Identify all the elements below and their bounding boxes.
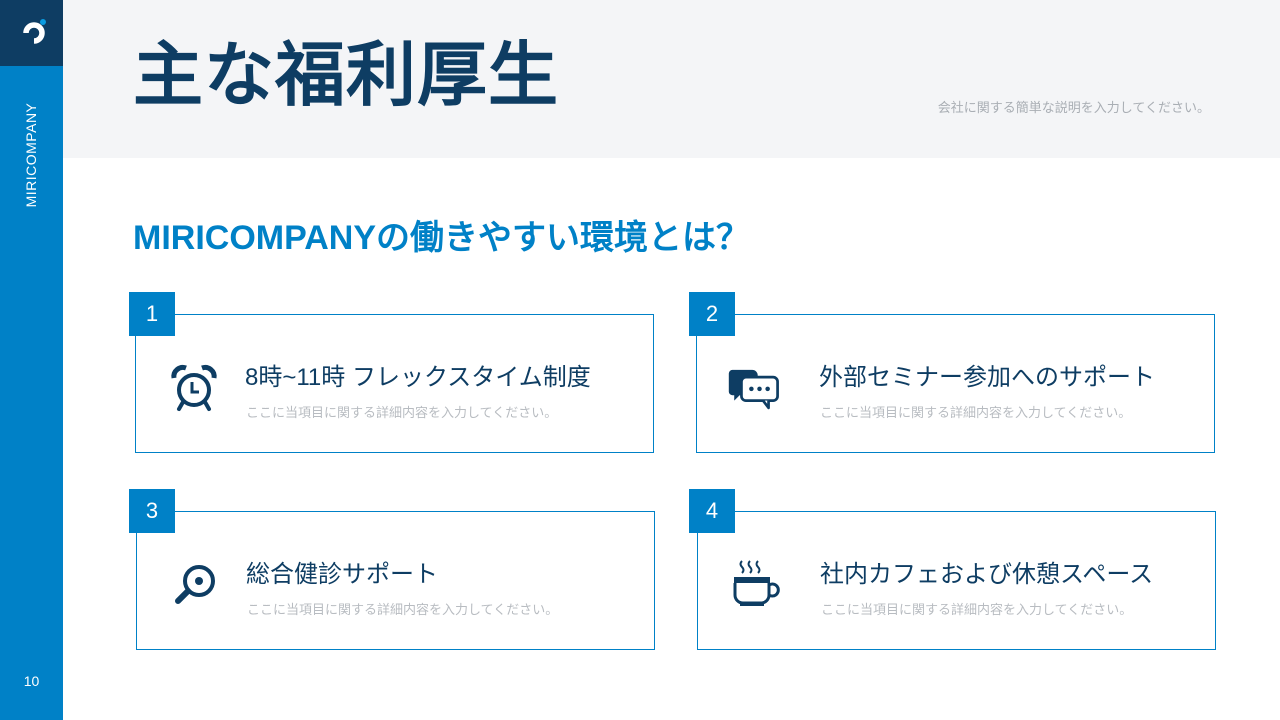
benefit-card-4: 社内カフェおよび休憩スペース ここに当項目に関する詳細内容を入力してください。 (697, 511, 1216, 650)
card-description: ここに当項目に関する詳細内容を入力してください。 (247, 602, 559, 617)
logo-box (0, 0, 63, 66)
card-description: ここに当項目に関する詳細内容を入力してください。 (246, 405, 558, 420)
number-badge-3: 3 (129, 489, 175, 533)
header-band (63, 0, 1280, 158)
brand-logo-icon (22, 19, 46, 44)
benefit-card-2: 外部セミナー参加へのサポート ここに当項目に関する詳細内容を入力してください。 (696, 314, 1215, 453)
chat-bubbles-icon (727, 360, 783, 416)
benefit-card-1: 8時~11時 フレックスタイム制度 ここに当項目に関する詳細内容を入力してくださ… (135, 314, 654, 453)
page-number: 10 (23, 673, 40, 689)
section-subtitle: MIRICOMPANYの働きやすい環境とは？ (133, 219, 751, 257)
card-title: 総合健診サポート (246, 561, 438, 588)
number-badge-4: 4 (689, 489, 735, 533)
card-title: 社内カフェおよび休憩スペース (820, 561, 1154, 588)
card-description: ここに当項目に関する詳細内容を入力してください。 (821, 602, 1133, 617)
benefit-card-3: 総合健診サポート ここに当項目に関する詳細内容を入力してください。 (136, 511, 655, 650)
number-badge-1: 1 (129, 292, 175, 336)
card-title: 8時~11時 フレックスタイム制度 (245, 364, 591, 391)
page-title: 主な福利厚生 (133, 36, 559, 114)
header-description: 会社に関する簡単な説明を入力してください。 (937, 100, 1210, 115)
number-badge-2: 2 (689, 292, 735, 336)
card-title: 外部セミナー参加へのサポート (819, 364, 1155, 391)
vertical-brand-text: MIRICOMPANY (23, 102, 39, 208)
stethoscope-icon (167, 557, 223, 613)
coffee-cup-icon (728, 557, 784, 613)
card-description: ここに当項目に関する詳細内容を入力してください。 (820, 405, 1132, 420)
sidebar: MIRICOMPANY 10 (0, 0, 63, 720)
alarm-clock-icon (166, 360, 222, 416)
